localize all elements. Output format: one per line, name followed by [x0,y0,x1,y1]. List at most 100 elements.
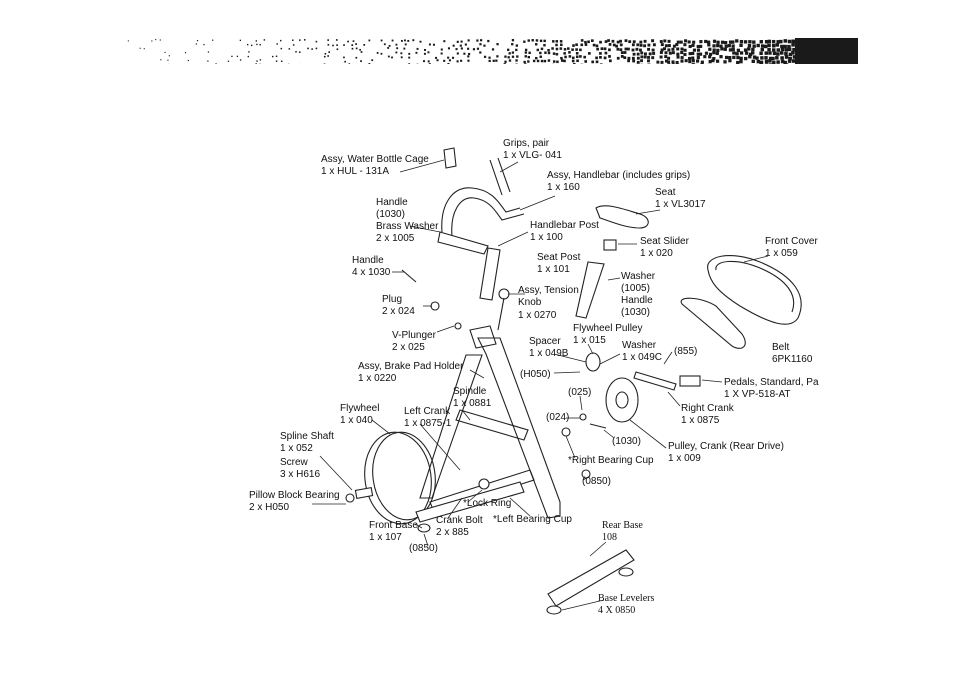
banner-dot [707,40,711,44]
banner-dot [736,55,740,60]
banner-dot [515,59,518,62]
banner-dot [716,48,720,52]
banner-dot [720,40,725,44]
banner-dot [719,44,723,48]
banner-dot [616,47,620,51]
banner-dot [408,63,411,64]
banner-dot [376,52,379,54]
banner-dot [419,40,422,43]
banner-dot [787,59,792,63]
banner-dot [239,39,242,42]
banner-dot [771,44,776,48]
banner-dot [599,63,603,64]
banner-dot [196,40,199,42]
banner-dot [691,43,695,47]
banner-dot [667,48,671,52]
banner-dot [544,51,547,54]
banner-dot [552,52,556,55]
banner-dot [427,60,430,63]
banner-dot [792,47,796,52]
banner-dot [688,44,692,49]
banner-dot [155,39,157,41]
banner-dot [767,39,771,44]
banner-dot [528,51,531,55]
banner-dot [552,60,556,63]
banner-dot [467,39,470,42]
label-rear-base-code: 108 [602,532,617,543]
banner-dot [168,55,170,57]
banner-dot [739,43,743,47]
banner-dot [368,39,371,42]
banner-dot [511,51,515,54]
banner-dot [696,48,701,52]
banner-dot [459,44,462,47]
banner-dot [239,59,242,61]
banner-dot [768,59,772,63]
banner-dot [540,47,544,51]
seat-slider [603,239,617,251]
right-crank [633,371,677,391]
banner-dot [584,43,588,46]
banner-dot [744,51,749,55]
banner-dot [632,40,636,44]
label-water-bottle-cage: Assy, Water Bottle Cage [321,154,429,165]
banner-dot [468,52,471,56]
banner-dot [360,51,363,53]
banner-dot [595,44,599,48]
banner-dot [636,52,640,56]
flywheel-pulley [585,352,601,372]
label-right-bearing-cup: *Right Bearing Cup [568,455,654,466]
banner-dot [723,60,727,64]
banner-dot [752,55,757,59]
banner-dot [496,43,499,46]
banner-dot [696,44,700,49]
banner-dot [555,47,559,51]
banner-dot [559,47,563,50]
banner-dot [640,51,644,55]
label-handle-a-code: (1030) [376,209,405,220]
banner-dot [600,47,604,51]
banner-dot [388,44,391,47]
banner-dot [664,51,668,55]
banner-dot [696,56,700,60]
label-washer-a-code: (1005) [621,283,650,294]
banner-dot [332,44,334,47]
banner-dot [323,55,326,58]
banner-dot [479,51,482,54]
banner-dot [324,52,327,55]
label-water-bottle-cage-qty: 1 x HUL - 131A [321,166,389,177]
banner-dot [251,44,253,47]
label-lock-ring: *Lock Ring [463,498,512,509]
banner-dot [700,63,704,64]
banner-dot [311,48,313,50]
banner-dot [759,60,764,64]
label-flywheel: Flywheel [340,403,380,414]
banner-dot [696,59,700,63]
banner-dot [580,43,584,47]
banner-dot [400,56,403,59]
banner-dot [572,63,576,64]
banner-dot [651,39,655,43]
banner-dot [275,55,278,58]
banner-dot [539,51,542,55]
label-left-crank: Left Crank [404,406,451,417]
banner-dot [315,40,318,43]
banner-dot [720,47,724,51]
banner-dot [380,39,383,42]
label-spacer-qty: 1 x 049B [529,348,569,359]
banner-dot [736,48,741,53]
banner-dot [508,59,512,62]
banner-dot [640,55,644,59]
banner-dot [387,55,390,58]
label-washer-b-qty: 1 x 049C [622,352,663,363]
label-code-1030: (1030) [612,436,641,447]
banner-dot [456,60,459,63]
banner-dot [151,40,153,42]
banner-dot [295,51,297,53]
banner-dot [768,51,772,55]
banner-dot [351,47,354,50]
banner-dot [780,59,785,64]
banner-dot [456,52,459,55]
banner-dot [647,55,650,59]
